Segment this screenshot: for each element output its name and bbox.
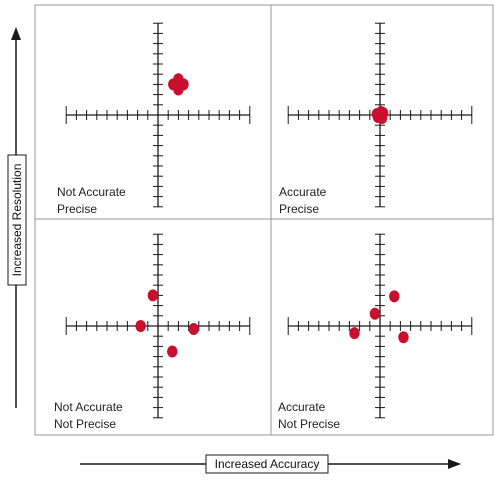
data-point [398, 331, 409, 344]
data-point [349, 327, 360, 340]
quadrant-bottom-right: Accurate Not Precise [278, 233, 473, 431]
quadrant-label-line2: Not Precise [54, 417, 116, 431]
quadrant-top-right: Accurate Precise [279, 22, 473, 216]
data-point [389, 290, 400, 303]
quadrant-points [168, 73, 189, 96]
accuracy-label-box [205, 454, 329, 474]
quadrant-points [135, 289, 199, 358]
quadrant-label-line1: Not Accurate [57, 185, 126, 199]
quadrant-label-line2: Not Precise [278, 417, 340, 431]
quadrant-label-line1: Accurate [279, 185, 327, 199]
data-point [188, 323, 199, 336]
quadrant-label-line1: Accurate [278, 400, 326, 414]
quadrant-points [371, 105, 389, 125]
data-point [173, 83, 184, 96]
resolution-label: Increased Resolution [10, 164, 24, 277]
data-point [375, 105, 387, 118]
quadrant-bottom-left: Not Accurate Not Precise [54, 233, 251, 431]
resolution-label-box [7, 154, 27, 286]
quadrant-points [349, 290, 409, 344]
data-point [147, 289, 159, 302]
quadrant-axes [65, 233, 251, 419]
quadrant-label-line2: Precise [57, 202, 97, 216]
quadrant-axes [65, 22, 251, 208]
quadrant-axes [287, 233, 473, 419]
data-point [135, 320, 146, 332]
data-point [167, 345, 178, 358]
quadrant-label-line2: Precise [279, 202, 319, 216]
resolution-axis-arrowhead [11, 27, 21, 40]
grid-frame [34, 4, 494, 436]
quadrant-label-line1: Not Accurate [54, 400, 123, 414]
data-point [369, 307, 381, 320]
accuracy-label: Increased Accuracy [215, 457, 320, 471]
accuracy-axis-arrowhead [448, 459, 461, 469]
quadrant-top-left: Not Accurate Precise [57, 22, 251, 216]
